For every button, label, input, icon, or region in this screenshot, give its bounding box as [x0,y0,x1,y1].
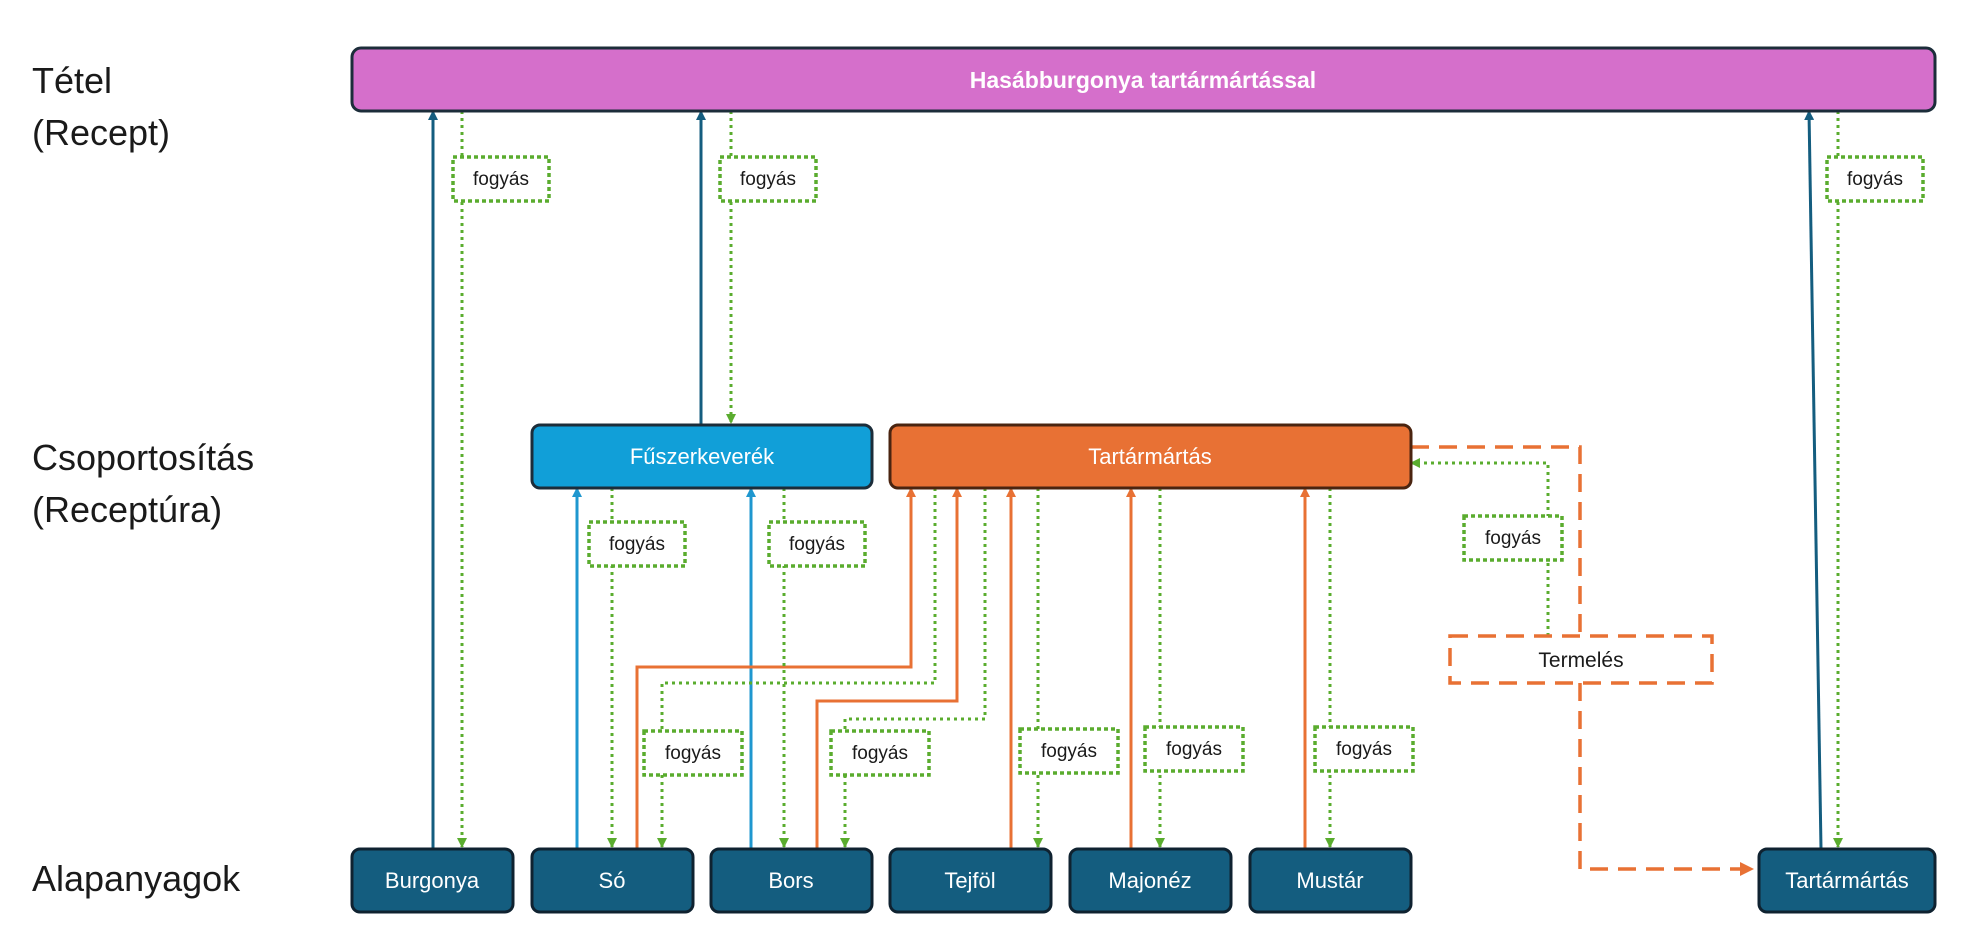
consumption-tag-label: fogyás [789,534,845,555]
ingredient-burgonya: Burgonya [350,847,515,914]
ingredient-label-tejfol: Tejföl [944,868,995,893]
consumption-tag-label: fogyás [473,169,529,190]
ingredient-label-burgonya: Burgonya [385,868,480,893]
consumption-tag: fogyás [1143,725,1245,773]
production-node: Termelés [1448,634,1714,685]
consumption-tag: fogyás [1462,514,1564,562]
composition-links [428,110,1823,850]
link-so-to-sauce [635,487,916,849]
consumption-tag-label: fogyás [1041,741,1097,762]
consumption-tag-label: fogyás [740,169,796,190]
ingredient-label-majonez: Majonéz [1108,868,1191,893]
consumption-tag-label: fogyás [852,743,908,764]
ingredient-tartarmartas: Tartármártás [1757,847,1937,914]
consumption-tag: fogyás [1825,155,1925,203]
link-bors-to-sauce [815,487,962,849]
level-label-csoportositas: Csoportosítás [32,437,254,478]
production-sauce-to-termeles [1411,445,1582,636]
link-tartarmartas-to-recipe [1804,110,1823,850]
consumption-tag: fogyás [829,729,931,777]
production-termeles-to-tartarmartas [1578,683,1754,876]
group-node-spice: Fűszerkeverék [530,423,874,490]
consumption-production-to-sauce [1410,458,1550,636]
consumption-tag: fogyás [587,520,687,568]
recipe-node: Hasábburgonya tartármártással [350,46,1937,113]
consumption-tag: fogyás [1018,727,1120,775]
ingredient-label-so: Só [599,868,626,893]
consumption-tag-label: fogyás [1166,739,1222,760]
consumption-tag: fogyás [1313,725,1415,773]
consumption-tag-label: fogyás [665,743,721,764]
consumption-tag: fogyás [451,155,551,203]
ingredient-so: Só [530,847,695,914]
recipe-label: Hasábburgonya tartármártással [970,67,1316,93]
ingredient-tejfol: Tejföl [888,847,1053,914]
consumption-tag-label: fogyás [1485,528,1541,549]
consumption-tag: fogyás [767,520,867,568]
ingredient-mustar: Mustár [1248,847,1413,914]
consumption-tags: fogyás fogyás fogyás fogyás fogyás fogyá… [451,155,1925,777]
level-label-tetel: Tétel [32,60,112,101]
consumption-sauce-to-so [657,488,937,848]
ingredient-label-tartarmartas: Tartármártás [1785,868,1908,893]
production-links [1411,445,1754,876]
production-label: Termelés [1538,649,1623,672]
consumption-tag: fogyás [718,155,818,203]
consumption-tag-label: fogyás [1336,739,1392,760]
level-label-recept: (Recept) [32,112,170,153]
consumption-tag: fogyás [642,729,744,777]
ingredient-bors: Bors [709,847,874,914]
ingredient-label-mustar: Mustár [1296,868,1363,893]
ingredient-majonez: Majonéz [1068,847,1233,914]
level-label-receptura: (Receptúra) [32,489,222,530]
group-label-spice: Fűszerkeverék [630,444,775,469]
level-label-alapanyagok: Alapanyagok [32,858,241,899]
group-label-sauce: Tartármártás [1088,444,1211,469]
consumption-sauce-to-bors [840,488,987,848]
group-node-sauce: Tartármártás [888,423,1413,490]
consumption-tag-label: fogyás [1847,169,1903,190]
consumption-tag-label: fogyás [609,534,665,555]
ingredient-label-bors: Bors [768,868,813,893]
